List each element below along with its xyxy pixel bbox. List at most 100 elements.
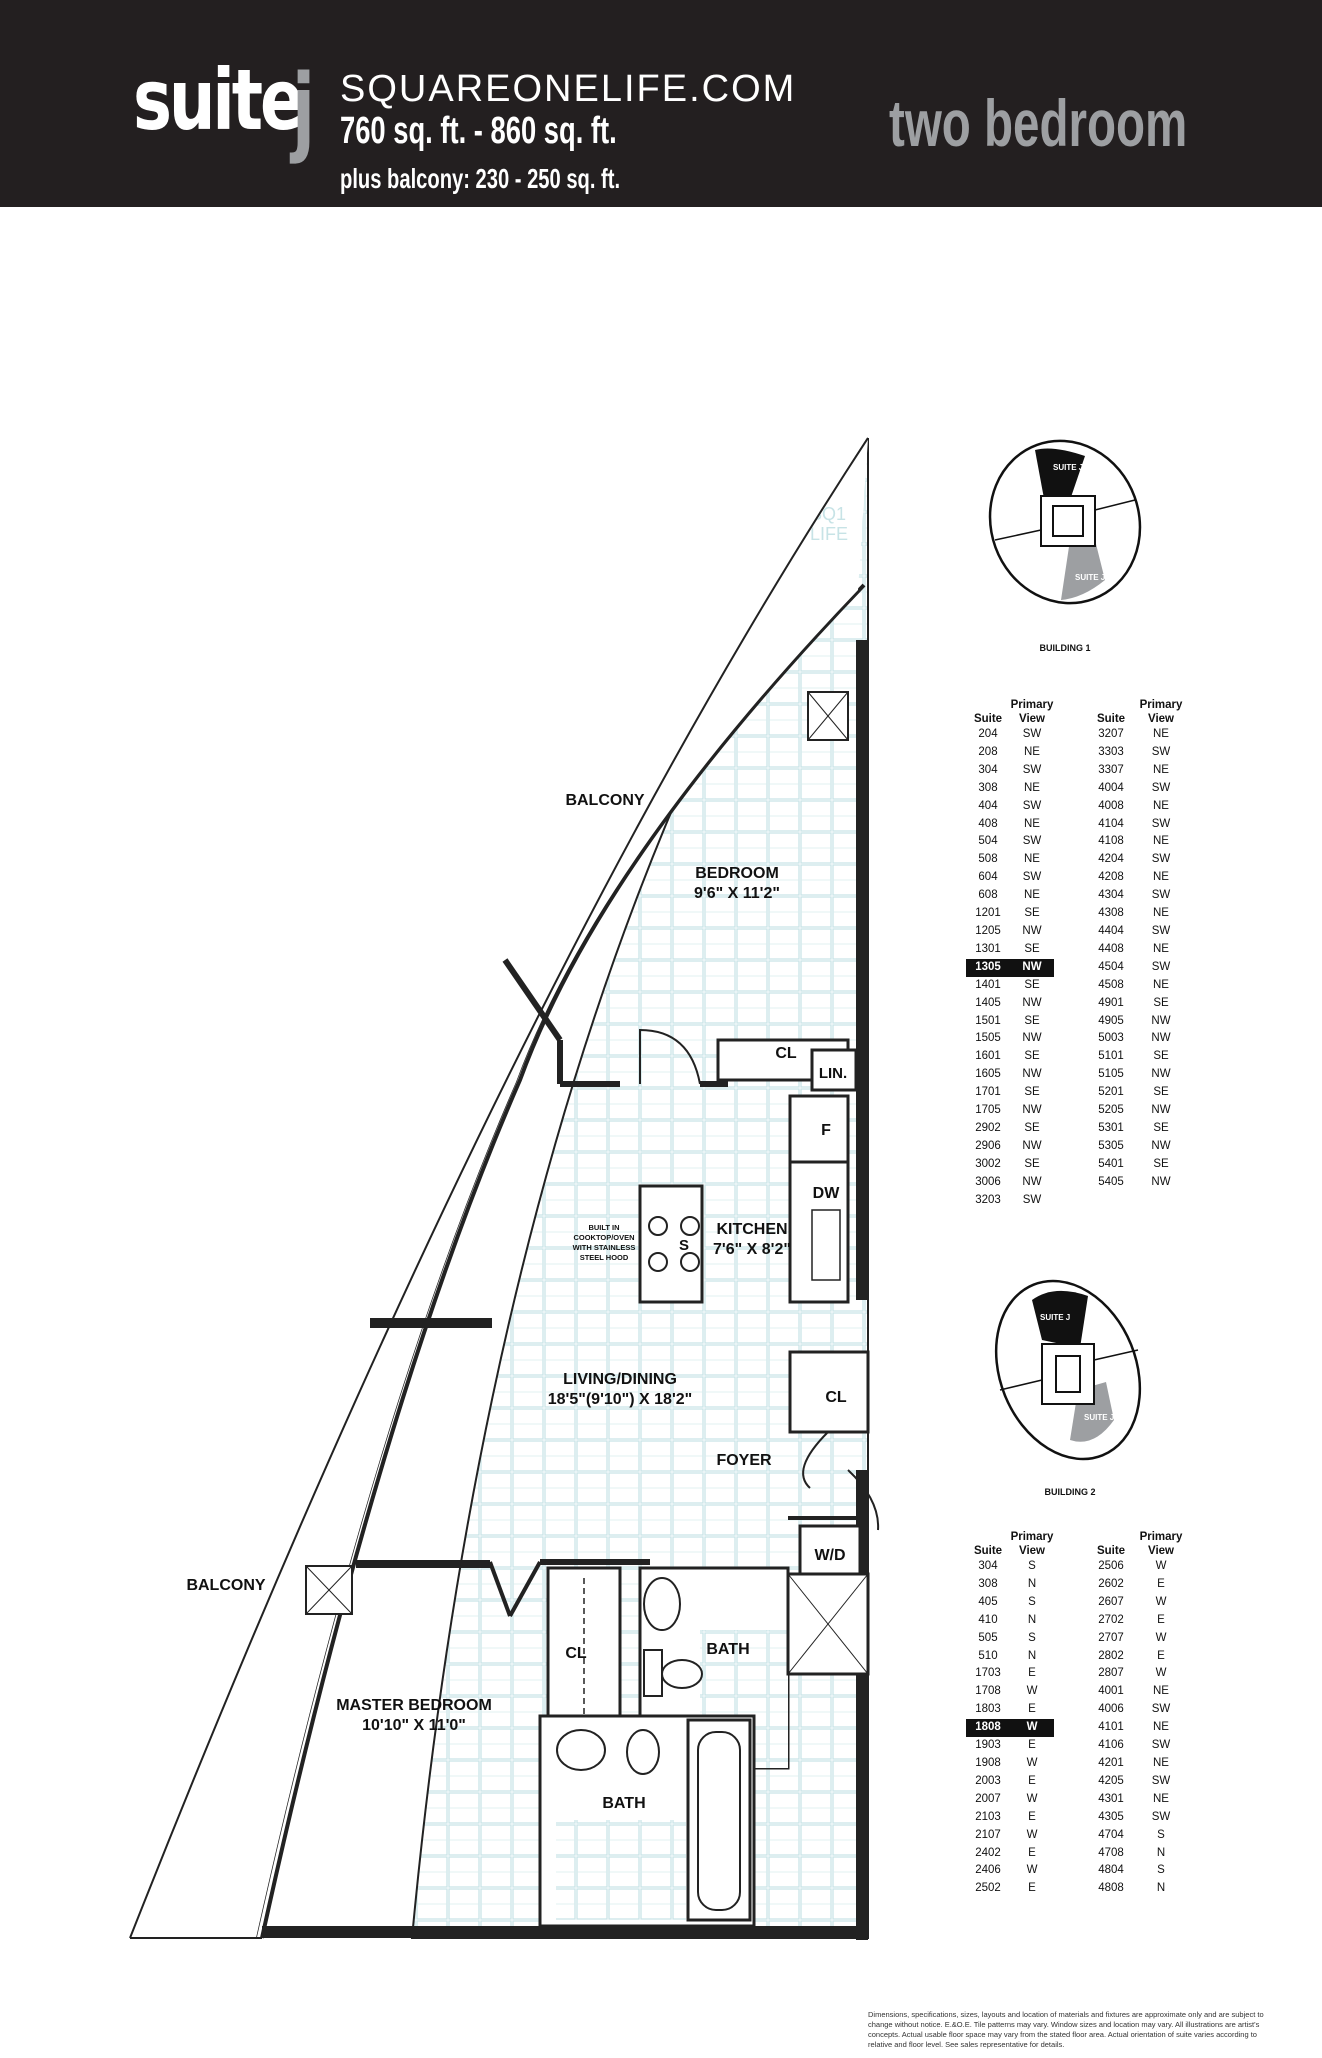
suite-number: 1405	[975, 996, 1001, 1009]
label-fridge: F	[821, 1122, 831, 1139]
label-foyer: FOYER	[716, 1452, 772, 1469]
suite-number: 2602	[1098, 1577, 1124, 1590]
table-row: 4205 SW	[1086, 1773, 1186, 1791]
label-washer-dryer: W/D	[814, 1547, 845, 1564]
suite-view: N	[1027, 1613, 1037, 1626]
suite-number: 510	[978, 1649, 998, 1662]
suite-view: SW	[1151, 924, 1171, 937]
suite-number: 4704	[1098, 1828, 1124, 1841]
suite-view: E	[1028, 1846, 1036, 1859]
suite-view: NE	[1153, 1756, 1169, 1769]
suite-number: 2607	[1098, 1595, 1124, 1608]
label-closet-foyer: CL	[825, 1389, 847, 1406]
suite-number: 2402	[975, 1846, 1001, 1859]
label-bedroom: BEDROOM	[695, 865, 779, 882]
suite-number: 2807	[1098, 1667, 1124, 1680]
suite-number: 4006	[1098, 1703, 1124, 1716]
suite-view: N	[1027, 1577, 1037, 1590]
suite-number: 1908	[975, 1756, 1001, 1769]
suite-view: NE	[1024, 781, 1040, 794]
suite-number: 1401	[975, 978, 1001, 991]
suite-number: 2902	[975, 1121, 1001, 1134]
suite-view: SW	[1151, 745, 1171, 758]
label-linen: LIN.	[819, 1065, 847, 1082]
suite-view: NW	[1022, 924, 1042, 937]
balcony-area: plus balcony: 230 - 250 sq. ft.	[340, 163, 621, 194]
suite-number: 1803	[975, 1703, 1001, 1716]
suite-view: SW	[1022, 835, 1042, 848]
suite-number: 4205	[1098, 1774, 1124, 1787]
suite-view: SW	[1151, 1810, 1171, 1823]
table-row: 308 NE	[966, 780, 1054, 798]
suite-number: 1205	[975, 924, 1001, 937]
label-balcony-bottom: BALCONY	[186, 1577, 265, 1594]
col-suite: Suite	[973, 1545, 1003, 1557]
suite-number: 5405	[1098, 1175, 1124, 1188]
suite-number: 304	[978, 763, 998, 776]
suite-number: 4301	[1098, 1792, 1124, 1805]
suite-view: S	[1028, 1631, 1036, 1644]
suite-number: 1705	[975, 1104, 1001, 1117]
label-bath-2: BATH	[602, 1795, 645, 1812]
suite-view: SW	[1151, 781, 1171, 794]
suite-number: 1708	[975, 1685, 1001, 1698]
watermark: SQ1 LIFE	[810, 504, 848, 544]
suite-number: 308	[978, 781, 998, 794]
suite-view: NE	[1153, 799, 1169, 812]
suite-view: E	[1028, 1703, 1036, 1716]
suite-view: E	[1157, 1649, 1165, 1662]
suite-number: 5301	[1098, 1121, 1124, 1134]
suite-view: SE	[1024, 1014, 1040, 1027]
suite-view: SW	[1151, 1774, 1171, 1787]
label-bath-1: BATH	[706, 1641, 749, 1658]
suite-view: SE	[1153, 1086, 1169, 1099]
suite-number: 1903	[975, 1739, 1001, 1752]
suite-number: 3002	[975, 1157, 1001, 1170]
suite-view: S	[1028, 1595, 1036, 1608]
suite-number: 3006	[975, 1175, 1001, 1188]
suite-view: E	[1028, 1739, 1036, 1752]
suite-number: 4305	[1098, 1810, 1124, 1823]
label-cooktop-note-4: STEEL HOOD	[580, 1253, 629, 1262]
suite-view: NE	[1153, 728, 1169, 740]
building-2-label: BUILDING 2	[1044, 1487, 1096, 1497]
suite-number: 604	[978, 871, 998, 884]
suite-view: N	[1156, 1846, 1166, 1859]
suite-view: NW	[1022, 1175, 1042, 1188]
table-row: 4305 SW	[1086, 1809, 1186, 1827]
website-link[interactable]: SQUAREONELIFE.COM	[340, 68, 797, 110]
suite-number: 3203	[975, 1193, 1001, 1206]
suite-view: SW	[1022, 728, 1042, 740]
suite-view: S	[1028, 1560, 1036, 1572]
suite-number: 2003	[975, 1774, 1001, 1787]
suite-number: 4708	[1098, 1846, 1124, 1859]
suite-number: 2406	[975, 1864, 1001, 1877]
